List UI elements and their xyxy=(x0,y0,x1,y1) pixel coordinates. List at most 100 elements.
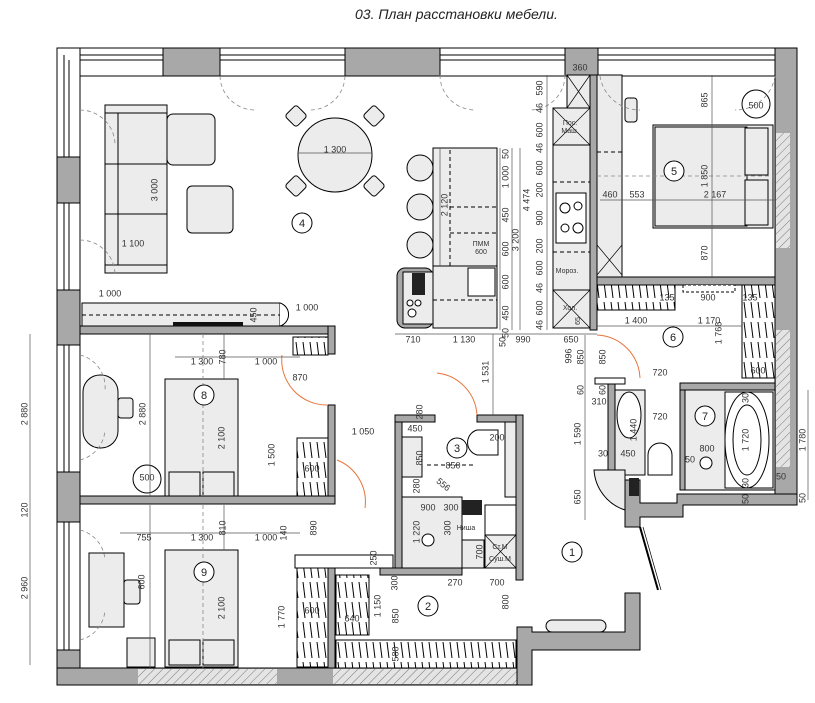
dimension-label: 996 xyxy=(563,348,573,363)
dimension-label: 850 xyxy=(445,460,460,470)
dimension-label: 600 xyxy=(136,574,146,589)
dimension-label: 200 xyxy=(534,182,544,197)
room-marker-circle xyxy=(446,437,468,459)
dimension-label: 710 xyxy=(405,334,420,344)
dimension-label: 280 xyxy=(411,478,421,493)
dimension-label: 600 xyxy=(500,241,510,256)
dimension-label: 450 xyxy=(407,423,422,433)
dimension-label: 2 120 xyxy=(439,194,449,217)
dimension-label: 580 xyxy=(390,646,400,661)
dimension-label: 1 500 xyxy=(266,444,276,467)
dimension-label: 1 300 xyxy=(324,144,347,154)
dimension-label: 2 960 xyxy=(19,577,29,600)
dimension-label: 50 xyxy=(500,149,510,159)
dimension-label: 650 xyxy=(572,489,582,504)
dimension-label: 46 xyxy=(534,320,544,330)
dimension-label: 700 xyxy=(489,577,504,587)
dishwasher-label: Пос. xyxy=(563,120,577,127)
dimension-label: 650 xyxy=(563,334,578,344)
dimension-label: 1 590 xyxy=(572,423,582,446)
dimension-label: 50 xyxy=(500,328,510,338)
dimension-label: 1 000 xyxy=(500,166,510,189)
bathroom-3-fixtures xyxy=(401,421,517,569)
room-marker-circle xyxy=(291,212,313,234)
dimension-label: 850 xyxy=(597,349,607,364)
dimension-label: 270 xyxy=(447,577,462,587)
kitchen-cabinets xyxy=(552,74,591,329)
fridge-label: Хол. xyxy=(563,305,577,312)
room-number: 9 xyxy=(201,567,207,579)
dimension-label: 720 xyxy=(652,367,667,377)
dimension-label: 890 xyxy=(308,520,318,535)
dimension-label: 30 xyxy=(598,448,608,458)
wardrobe-6b xyxy=(741,284,776,379)
bedroom-9-furniture xyxy=(88,505,517,669)
dimension-label: 600 xyxy=(500,274,510,289)
dimension-label: 1 130 xyxy=(453,334,476,344)
room-number: 8 xyxy=(201,390,207,402)
dimension-label: 1 720 xyxy=(740,429,750,452)
bathroom-7-fixtures xyxy=(593,389,776,511)
dimension-label: 2 167 xyxy=(704,189,727,199)
dimension-label: 1 150 xyxy=(372,595,382,618)
dimension-label: 1 766 xyxy=(713,322,723,345)
room-marker-circle xyxy=(417,595,439,617)
freezer-label: Мороз. xyxy=(556,268,579,275)
dimension-label: 60 xyxy=(575,385,585,395)
room-marker-circle xyxy=(193,561,215,583)
dimension-label: 60 xyxy=(597,385,607,395)
dimension-label: 800 xyxy=(699,443,714,453)
dining-table xyxy=(285,105,385,197)
room-marker-circle xyxy=(662,326,684,348)
dimension-label: 300 xyxy=(443,502,458,512)
dimension-label: 900 xyxy=(534,210,544,225)
dimension-label: 200 xyxy=(534,238,544,253)
dimension-label: 50 xyxy=(740,494,750,504)
dimension-label: 46 xyxy=(534,283,544,293)
dimension-lines xyxy=(29,75,809,668)
dimension-label: 600 xyxy=(304,463,319,473)
dimension-label: 1 000 xyxy=(255,532,278,542)
dimension-label: 590 xyxy=(534,80,544,95)
ottoman xyxy=(186,185,234,234)
dimension-label: 30 xyxy=(740,478,750,488)
dimension-label: 1 400 xyxy=(625,315,648,325)
dimension-label: 1 780 xyxy=(797,429,807,452)
dimension-label: 870 xyxy=(699,245,709,260)
dimension-label: 780 xyxy=(217,349,227,364)
dishwasher-label: Маш. xyxy=(561,128,578,135)
dimension-label: 250 xyxy=(368,550,378,565)
washer-label: Ст.М xyxy=(492,544,507,551)
dimension-label: 2 100 xyxy=(216,597,226,620)
dimension-label: 600 xyxy=(534,160,544,175)
dimension-label: 1 300 xyxy=(191,532,214,542)
room-marker-circle xyxy=(193,384,215,406)
dimension-label: 600 xyxy=(534,300,544,315)
room-number: 5 xyxy=(671,166,677,178)
dimension-label: 720 xyxy=(652,411,667,421)
dimension-label: 135 xyxy=(742,292,757,302)
dimension-label: 50 xyxy=(776,471,786,481)
dimension-label: 1 220 xyxy=(411,521,421,544)
dimension-label: 850 xyxy=(414,450,424,465)
dimension-label: 640 xyxy=(344,613,359,623)
sofa xyxy=(104,104,216,274)
dimension-label: 135 xyxy=(659,292,674,302)
dimension-label: 3 000 xyxy=(149,179,159,202)
dimension-label: 990 xyxy=(515,334,530,344)
dimension-label: 460 xyxy=(602,189,617,199)
dimension-label: 360 xyxy=(572,62,587,72)
room-number: 1 xyxy=(569,547,575,559)
dimension-label: 1 100 xyxy=(122,238,145,248)
dimension-label: 1 170 xyxy=(698,315,721,325)
niche-label: Ниша xyxy=(457,525,476,532)
dimension-label: 1 050 xyxy=(352,426,375,436)
dimension-label: 46 xyxy=(534,143,544,153)
room-number: 2 xyxy=(425,601,431,613)
dimension-label: 4 474 xyxy=(521,189,531,212)
dimension-label: 1 000 xyxy=(255,356,278,366)
